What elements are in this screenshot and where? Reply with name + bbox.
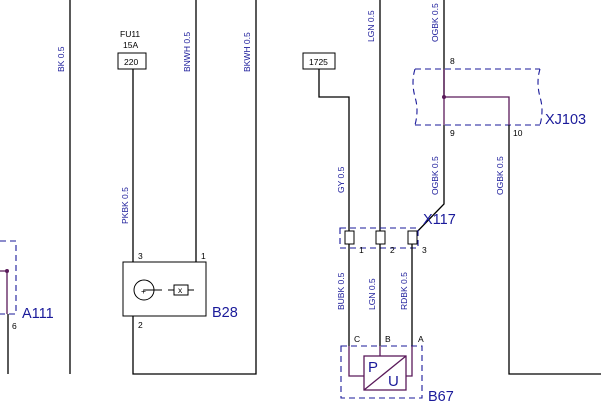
b67-pin-c: C — [354, 334, 360, 344]
label-bubk-0.5: BUBK 0.5 — [336, 272, 346, 310]
x117-pin-2: 2 — [390, 245, 395, 255]
label-ogbk-0.5-right: OGBK 0.5 — [495, 156, 505, 195]
x117-pin-3-socket — [407, 230, 418, 245]
b67-label: B67 — [428, 389, 454, 405]
x117-pin-3: 3 — [422, 245, 427, 255]
b28-plus-symbol: + — [141, 286, 146, 296]
a111-dashed-box — [0, 240, 17, 315]
label-gy-0.5: GY 0.5 — [336, 166, 346, 193]
label-pkbk-0.5: PKBK 0.5 — [120, 187, 130, 224]
b28-box — [122, 261, 207, 317]
splice-220 — [117, 52, 147, 70]
label-bkwh-0.5: BKWH 0.5 — [242, 32, 252, 72]
connector-xj103: 8 9 10 XJ103 — [412, 56, 586, 138]
component-b28: 3 1 2 + x B28 — [122, 251, 238, 330]
label-rdbk-0.5: RDBK 0.5 — [399, 272, 409, 310]
x117-label: X117 — [423, 212, 456, 228]
label-lgn-0.5-low: LGN 0.5 — [367, 278, 377, 310]
wire-gy — [318, 69, 350, 237]
b28-pin-1: 1 — [201, 251, 206, 261]
b67-u-symbol: U — [388, 373, 399, 390]
b67-transducer-diagonal — [363, 355, 407, 391]
fuse-rating: 15A — [123, 40, 138, 50]
a111-label: A111 — [22, 306, 54, 322]
x117-pin-1-socket — [344, 230, 355, 245]
label-bnwh-0.5: BNWH 0.5 — [182, 32, 192, 72]
a111-pin-6: 6 — [12, 321, 17, 331]
b28-x-symbol: x — [178, 285, 183, 295]
splice-1725-label: 1725 — [309, 57, 328, 67]
x117-pin-2-socket — [375, 230, 386, 245]
x117-dashed-box — [339, 227, 419, 249]
label-ogbk-0.5-top: OGBK 0.5 — [430, 3, 440, 42]
xj103-internal-wire — [443, 69, 510, 125]
splice-220-label: 220 — [124, 57, 138, 67]
xj103-dashed-box — [412, 68, 543, 126]
b67-pin-b: B — [385, 334, 391, 344]
fuse-name: FU11 — [120, 29, 140, 39]
b28-pin-2: 2 — [138, 320, 143, 330]
label-ogbk-0.5-mid: OGBK 0.5 — [430, 156, 440, 195]
b67-pin-c-wire — [348, 346, 364, 377]
b28-pin-3: 3 — [138, 251, 143, 261]
wire-ogbk-right — [508, 125, 601, 375]
b67-p-symbol: P — [368, 359, 378, 376]
xj103-label: XJ103 — [545, 112, 586, 128]
b28-label: B28 — [212, 305, 238, 321]
xj103-pin-8: 8 — [450, 56, 455, 66]
label-bk-0.5: BK 0.5 — [56, 46, 66, 72]
wire-ogbk-mid — [411, 125, 445, 238]
wire-b28-pin2 — [132, 0, 257, 375]
label-lgn-0.5-top: LGN 0.5 — [366, 10, 376, 42]
x117-pin-1: 1 — [359, 245, 364, 255]
b67-pin-a-wire — [406, 346, 413, 377]
xj103-pin-10: 10 — [513, 128, 523, 138]
xj103-pin-9: 9 — [450, 128, 455, 138]
component-a111: 6 A111 — [0, 240, 54, 374]
a111-internal-wire — [0, 270, 8, 314]
connector-x117: 1 2 3 X117 — [339, 212, 456, 255]
component-b67: C B A P U B67 — [340, 334, 454, 405]
b67-dashed-box — [340, 345, 423, 399]
b67-pin-a: A — [418, 334, 424, 344]
